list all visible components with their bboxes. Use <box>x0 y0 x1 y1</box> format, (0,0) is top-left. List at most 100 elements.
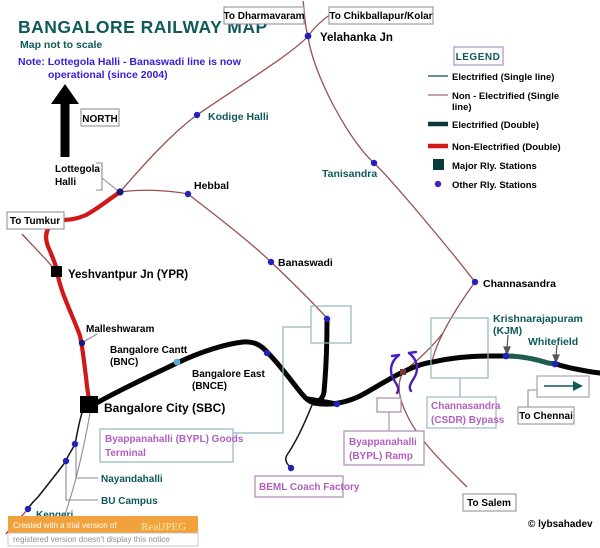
to-tumkur-label: To Tumkur <box>10 216 60 227</box>
yelahanka-label: Yelahanka Jn <box>320 32 393 44</box>
north-arrow-head <box>51 84 79 104</box>
lottegola-label-line2: Halli <box>55 177 76 188</box>
bypl-goods-label-line2: Terminal <box>105 448 146 459</box>
bu-campus-connector <box>65 464 98 501</box>
ramp-squiggle-hook-left <box>390 353 401 358</box>
legend: LEGEND Electrified (Single line) Non - E… <box>428 46 561 191</box>
to-dharmavaram-box <box>223 6 305 25</box>
map-title: BANGALORE RAILWAY MAP <box>18 17 268 37</box>
line-channasandra-bypass <box>431 281 476 364</box>
electrified-double-line <box>92 318 600 407</box>
line-bypl-goods-branch <box>311 318 330 406</box>
bangalore-cantt-dot <box>173 358 181 366</box>
kjm-arrow <box>506 334 509 349</box>
bu-campus-label: BU Campus <box>101 496 158 507</box>
bangalore-city-label: Bangalore City (SBC) <box>104 401 225 415</box>
kodige-halli-dot <box>193 111 201 119</box>
to-chikballapur-box <box>328 6 434 25</box>
bangalore-east-label-line2: (BNCE) <box>192 381 227 392</box>
other-station-dots <box>24 32 559 513</box>
facility-labels: Byappanahalli (BYPL) Goods Terminal Byap… <box>99 396 505 498</box>
whitefield-arrow <box>555 344 558 357</box>
copyright-text: © lybsahadev <box>528 519 593 530</box>
legend-electrified-single-label: Electrified (Single line) <box>452 72 554 83</box>
line-hebbal-banaswadi-bypl <box>187 193 327 318</box>
line-yelahanka-channasandra <box>307 35 476 283</box>
lottegola-label-line1: Lottegola <box>55 164 100 175</box>
malleshwaram-label: Malleshwaram <box>86 324 154 335</box>
north-arrow-shaft <box>60 102 70 157</box>
legend-major-station-sample <box>433 159 444 170</box>
whitefield-label: Whitefield <box>528 336 578 348</box>
beml-dot <box>287 464 295 472</box>
watermark-trial-text: Created with a trial version of <box>13 521 117 530</box>
byappanahalli-dot <box>333 400 341 408</box>
bypl-ramp-label-line1: Byappanahalli <box>349 437 417 448</box>
line-whitefield-chennai <box>553 361 600 376</box>
bypl-ramp-label-line2: (BYPL) Ramp <box>349 451 413 462</box>
map-note-line2: operational (since 2004) <box>48 69 168 81</box>
line-kjm-whitefield-electrified <box>503 353 559 367</box>
line-junction-ramp <box>311 359 436 407</box>
malleshwaram-connector <box>84 333 98 342</box>
bangalore-cantt-label-line1: Bangalore Cantt <box>110 345 188 356</box>
csdr-bypass-label-line2: (CSDR) Bypass <box>431 415 505 426</box>
legend-other-stations-label: Other Rly. Stations <box>452 180 537 191</box>
nayandahalli-label: Nayandahalli <box>101 474 163 485</box>
watermark-brand: RealJPEG <box>141 521 186 533</box>
line-beml-branch <box>285 404 313 469</box>
ramp-crossing-marker <box>400 369 406 375</box>
legend-electrified-double-label: Electrified (Double) <box>452 120 539 131</box>
channasandra-dot <box>471 278 479 286</box>
nayandahalli-connector <box>75 447 98 479</box>
whitefield-dot <box>551 360 559 368</box>
hebbal-dot <box>184 190 192 198</box>
kjm-dot <box>502 352 510 360</box>
line-sbc-kengeri <box>27 402 87 510</box>
to-chennai-label: To Chennai <box>519 411 573 422</box>
to-dharmavaram-label: To Dharmavaram <box>224 11 305 22</box>
watermark-notice-text: registered version doesn't display this … <box>13 535 170 544</box>
legend-title: LEGEND <box>456 52 501 63</box>
bangalore-east-label-line1: Bangalore East <box>192 369 265 380</box>
beml-label-box <box>254 475 344 498</box>
legend-major-stations-label: Major Rly. Stations <box>452 161 537 172</box>
bu-campus-dot <box>62 457 70 465</box>
ramp-squiggle-hook-right <box>407 350 418 355</box>
map-note-line1: Note: Lottegola Halli - Banaswadi line i… <box>18 56 242 68</box>
to-salem-box <box>462 493 517 512</box>
north-arrow: NORTH <box>51 84 120 157</box>
kjm-label-line2: (KJM) <box>493 325 522 337</box>
kengeri-label: Kengeri <box>36 510 73 521</box>
watermark: Created with a trial version of RealJPEG… <box>7 516 199 547</box>
yelahanka-dot <box>304 32 312 40</box>
banaswadi-dot <box>267 258 275 266</box>
channasandra-label: Channasandra <box>483 278 556 290</box>
line-lottegola-hebbal <box>119 189 189 195</box>
lottegola-bracket <box>96 162 118 191</box>
yeshvantpur-square <box>51 266 62 277</box>
north-label-box <box>80 108 120 127</box>
to-salem-label: To Salem <box>467 498 511 509</box>
bypl-goods-end-dot <box>323 315 331 323</box>
bypl-ramp-label-box <box>343 430 425 466</box>
ramp-squiggle-left <box>389 353 401 395</box>
tanisandra-dot <box>370 159 378 167</box>
legend-non-electrified-single-label2: line) <box>452 102 472 113</box>
line-yeshvantpur-sbc <box>54 268 92 402</box>
csdr-bypass-label-line1: Channasandra <box>431 401 501 412</box>
malleshwaram-dot <box>78 339 86 347</box>
lottegola-dot <box>116 188 124 196</box>
map-subtitle: Map not to scale <box>20 39 102 51</box>
hebbal-label: Hebbal <box>194 180 229 192</box>
pointer-arrows <box>503 334 560 364</box>
csdr-bypass-label-box <box>426 396 497 429</box>
beml-label: BEML Coach Factory <box>259 482 360 493</box>
line-lottegola-yeshvantpur-loop <box>44 189 123 274</box>
ramp-squiggle-right <box>407 351 419 393</box>
banaswadi-label: Banaswadi <box>278 257 333 269</box>
major-station-squares <box>51 266 98 413</box>
kjm-label-line1: Krishnarajapuram <box>493 313 583 325</box>
north-label: NORTH <box>82 114 118 125</box>
bypl-ramp-marker-box <box>376 397 402 413</box>
